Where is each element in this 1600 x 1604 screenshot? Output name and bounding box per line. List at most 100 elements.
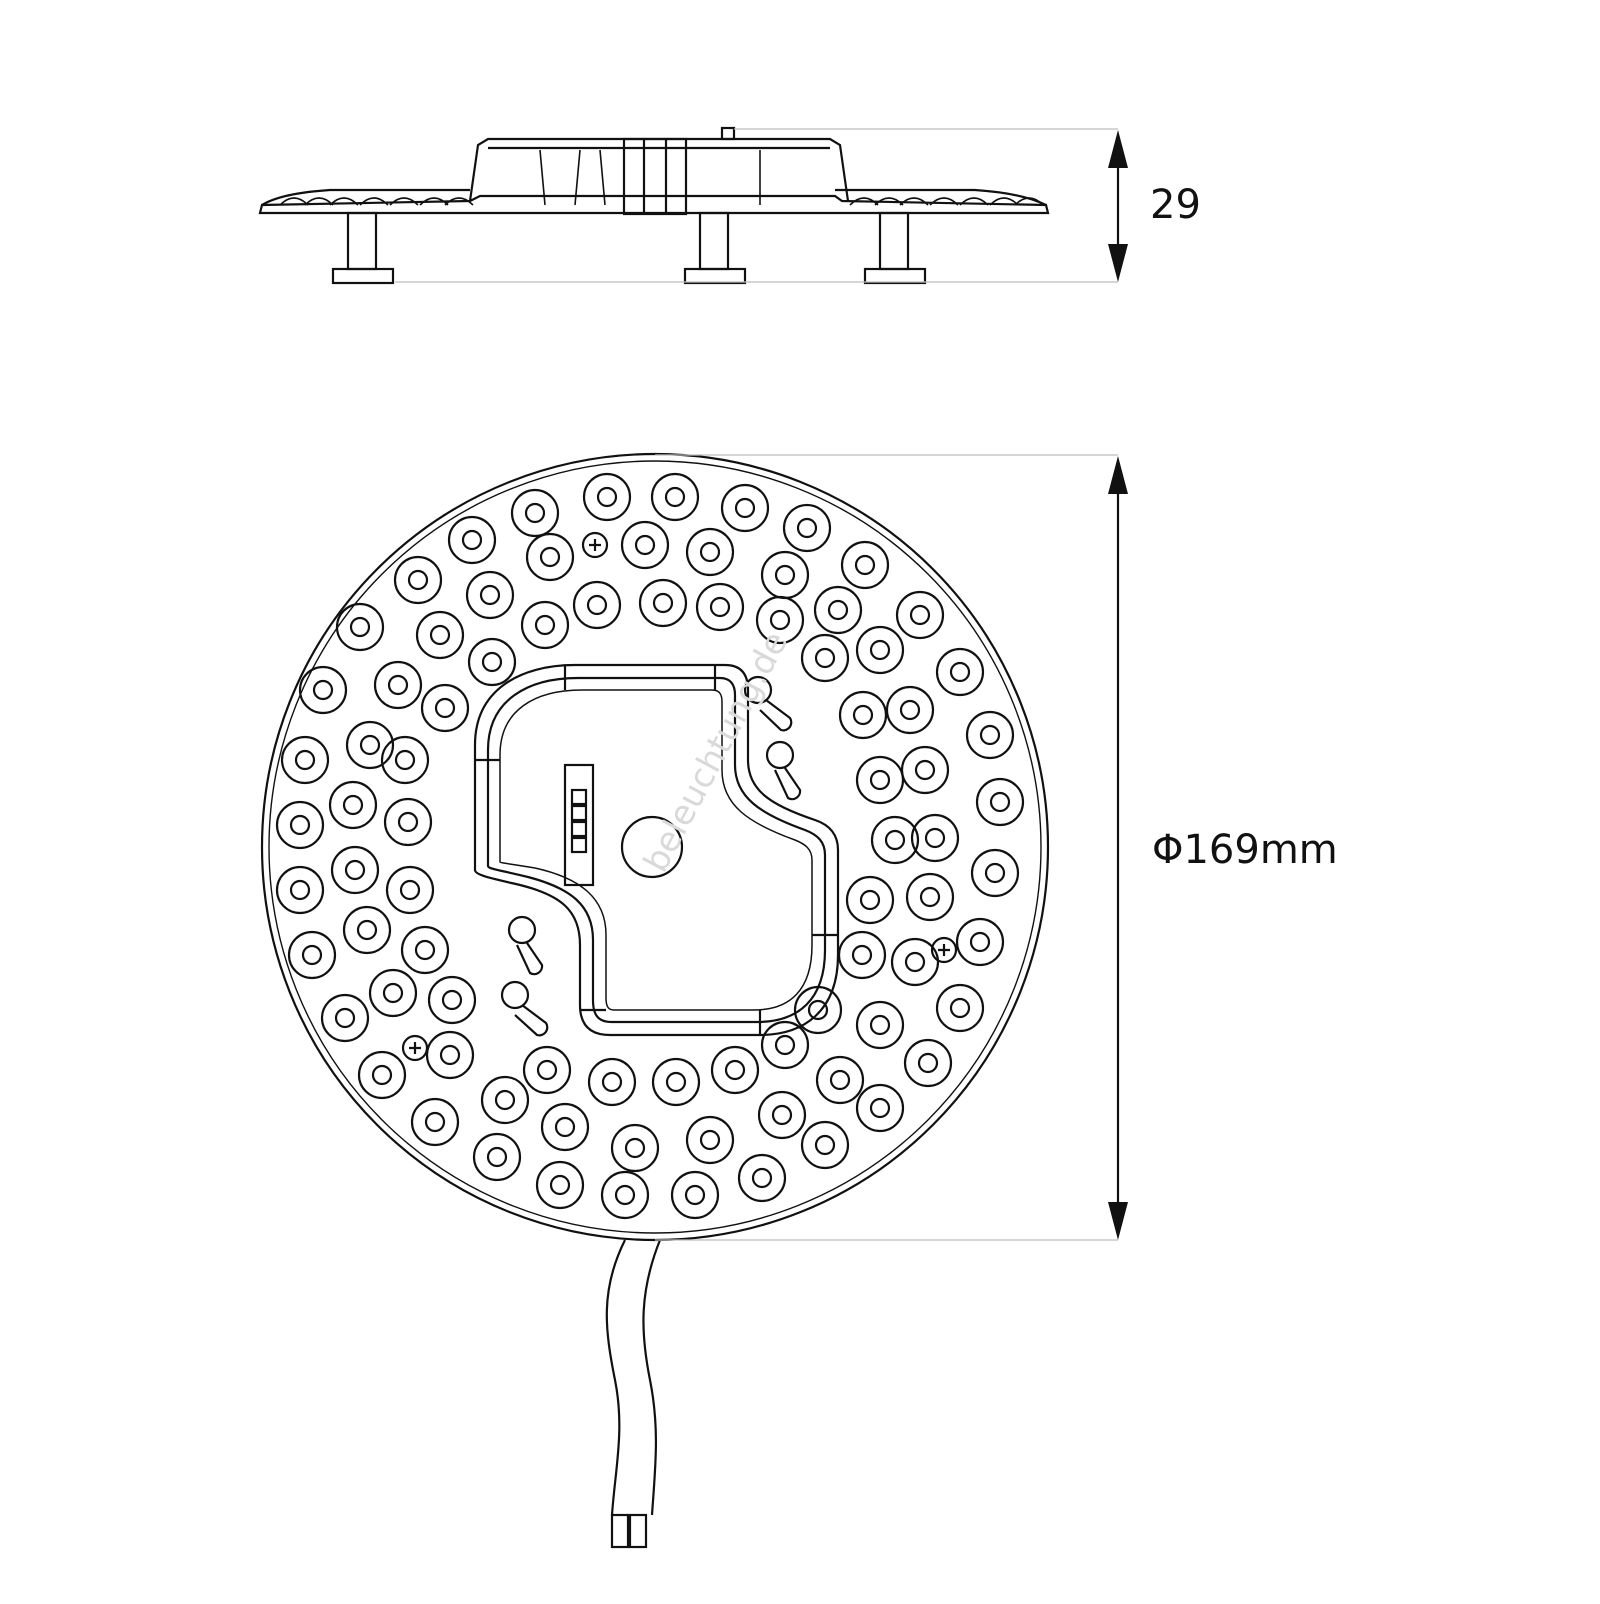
led-outer-ring	[480, 1075, 530, 1125]
led-outer-ring	[582, 472, 632, 522]
led-inner-ring	[536, 1059, 558, 1081]
led-inner-ring	[774, 564, 796, 586]
led-outer-ring	[510, 488, 560, 538]
led-outer-ring	[335, 602, 385, 652]
height-dimension-label: 29	[1150, 182, 1201, 228]
led-inner-ring	[869, 769, 891, 791]
led-outer-ring	[650, 472, 700, 522]
led-inner-ring	[294, 749, 316, 771]
led-inner-ring	[665, 1071, 687, 1093]
led-inner-ring	[904, 951, 926, 973]
led-inner-ring	[724, 1059, 746, 1081]
power-cable	[605, 1239, 662, 1549]
led-outer-ring	[393, 555, 443, 605]
led-outer-ring	[685, 1115, 735, 1165]
led-inner-ring	[899, 699, 921, 721]
led-inner-ring	[807, 999, 829, 1021]
led-inner-ring	[382, 982, 404, 1004]
led-inner-ring	[914, 759, 936, 781]
led-inner-ring	[979, 724, 1001, 746]
led-outer-ring	[670, 1170, 720, 1220]
led-outer-ring	[638, 578, 688, 628]
led-inner-ring	[334, 1007, 356, 1029]
led-inner-ring	[441, 989, 463, 1011]
led-outer-ring	[357, 1050, 407, 1100]
led-outer-ring	[837, 930, 887, 980]
led-inner-ring	[774, 1034, 796, 1056]
led-outer-ring	[275, 865, 325, 915]
led-outer-ring	[587, 1057, 637, 1107]
led-outer-ring	[420, 683, 470, 733]
led-outer-ring	[838, 690, 888, 740]
cable-connector	[610, 1513, 630, 1549]
led-outer-ring	[535, 1160, 585, 1210]
led-outer-ring	[970, 848, 1020, 898]
led-outer-ring	[855, 625, 905, 675]
led-outer-ring	[965, 710, 1015, 760]
led-inner-ring	[407, 569, 429, 591]
led-inner-ring	[356, 919, 378, 941]
led-inner-ring	[771, 1104, 793, 1126]
led-inner-ring	[664, 486, 686, 508]
led-outer-ring	[345, 720, 395, 770]
height-dimension	[395, 128, 1128, 283]
led-inner-ring	[342, 794, 364, 816]
top-view	[260, 452, 1050, 1242]
led-outer-ring	[330, 845, 380, 895]
led-inner-ring	[494, 1089, 516, 1111]
led-inner-ring	[851, 944, 873, 966]
led-inner-ring	[596, 486, 618, 508]
led-inner-ring	[909, 604, 931, 626]
led-outer-ring	[737, 1153, 787, 1203]
diameter-dimension	[655, 454, 1128, 1241]
led-outer-ring	[275, 800, 325, 850]
led-outer-ring	[472, 1132, 522, 1182]
led-inner-ring	[387, 674, 409, 696]
led-outer-ring	[890, 937, 940, 987]
led-inner-ring	[624, 1137, 646, 1159]
led-inner-ring	[349, 616, 371, 638]
led-inner-ring	[397, 811, 419, 833]
led-outer-ring	[710, 1045, 760, 1095]
led-outer-ring	[380, 735, 430, 785]
led-inner-ring	[371, 1064, 393, 1086]
led-inner-ring	[312, 679, 334, 701]
led-inner-ring	[917, 1052, 939, 1074]
led-outer-ring	[572, 580, 622, 630]
led-inner-ring	[969, 931, 991, 953]
led-inner-ring	[539, 546, 561, 568]
led-outer-ring	[760, 1020, 810, 1070]
led-inner-ring	[796, 517, 818, 539]
led-outer-ring	[870, 815, 920, 865]
led-outer-ring	[685, 527, 735, 577]
led-outer-ring	[600, 1170, 650, 1220]
led-inner-ring	[586, 594, 608, 616]
led-outer-ring	[540, 1102, 590, 1152]
led-inner-ring	[734, 497, 756, 519]
led-outer-ring	[895, 590, 945, 640]
led-outer-ring	[383, 797, 433, 847]
led-inner-ring	[549, 1174, 571, 1196]
center-boss	[620, 815, 684, 879]
led-inner-ring	[751, 1167, 773, 1189]
led-inner-ring	[814, 647, 836, 669]
led-outer-ring	[955, 917, 1005, 967]
led-outer-ring	[782, 503, 832, 553]
led-inner-ring	[429, 624, 451, 646]
led-outer-ring	[935, 983, 985, 1033]
led-inner-ring	[301, 944, 323, 966]
led-inner-ring	[481, 651, 503, 673]
led-outer-ring	[900, 745, 950, 795]
led-array	[275, 472, 1025, 1220]
led-inner-ring	[601, 1071, 623, 1093]
led-outer-ring	[525, 532, 575, 582]
led-inner-ring	[394, 749, 416, 771]
keyhole-slots	[500, 675, 802, 1037]
screw-heads	[401, 531, 958, 1062]
led-outer-ring	[720, 483, 770, 533]
led-outer-ring	[385, 865, 435, 915]
led-outer-ring	[651, 1057, 701, 1107]
led-inner-ring	[924, 827, 946, 849]
led-outer-ring	[320, 993, 370, 1043]
